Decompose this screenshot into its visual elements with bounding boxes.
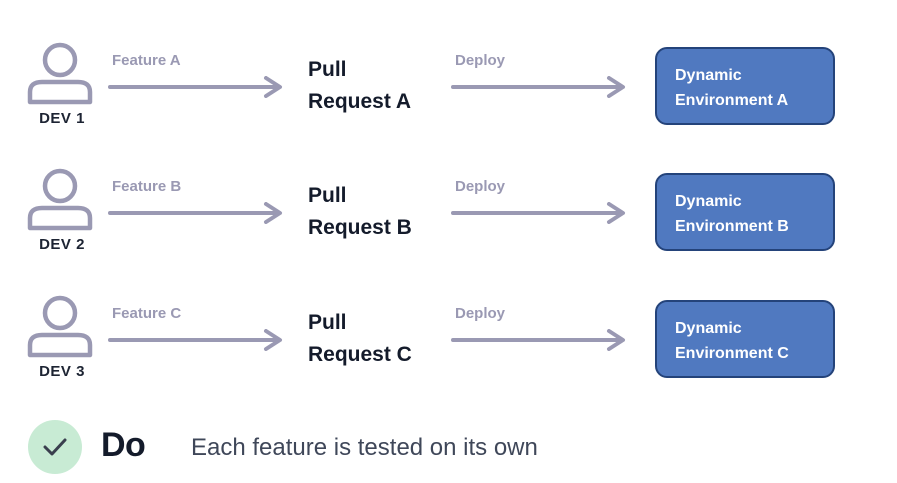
feature-label: Feature A	[112, 52, 181, 69]
pull-request-label: Pull Request A	[308, 54, 411, 118]
pull-request-line2: Request B	[308, 216, 412, 239]
arrow-right-icon	[451, 202, 629, 224]
pull-request-line1: Pull	[308, 184, 347, 207]
pull-request-line2: Request A	[308, 90, 412, 113]
arrow-right-icon	[108, 202, 286, 224]
deploy-label: Deploy	[455, 305, 506, 322]
pull-request-label: Pull Request C	[308, 307, 412, 371]
dev-label: DEV 1	[39, 110, 85, 127]
dynamic-environment-box: Dynamic Environment A	[655, 47, 835, 125]
deploy-label: Deploy	[455, 52, 506, 69]
arrow-right-icon	[451, 329, 629, 351]
user-outline-icon	[24, 40, 96, 110]
env-line2: Environment C	[675, 345, 789, 362]
do-label: Do	[101, 426, 146, 464]
pull-request-label: Pull Request B	[308, 180, 412, 244]
pull-request-line2: Request C	[308, 343, 412, 366]
footer-do-banner: Do Each feature is tested on its own	[28, 420, 728, 476]
pull-request-line1: Pull	[308, 311, 347, 334]
arrow-right-icon	[108, 329, 286, 351]
dynamic-environment-box: Dynamic Environment B	[655, 173, 835, 251]
footer-description: Each feature is tested on its own	[191, 434, 538, 461]
user-outline-icon	[24, 166, 96, 236]
dev-row-2: DEV 2 Feature B Pull Request B Deploy Dy…	[0, 166, 897, 266]
feature-label: Feature B	[112, 178, 182, 195]
dynamic-environment-box: Dynamic Environment C	[655, 300, 835, 378]
feature-label: Feature C	[112, 305, 182, 322]
checkmark-icon	[28, 420, 82, 474]
pull-request-line1: Pull	[308, 58, 347, 81]
env-line1: Dynamic	[675, 193, 742, 210]
dev-row-1: DEV 1 Feature A Pull Request A Deploy Dy…	[0, 40, 897, 140]
dev-row-3: DEV 3 Feature C Pull Request C Deploy Dy…	[0, 293, 897, 393]
arrow-right-icon	[451, 76, 629, 98]
arrow-right-icon	[108, 76, 286, 98]
env-line2: Environment A	[675, 92, 789, 109]
env-line1: Dynamic	[675, 67, 742, 84]
dev-label: DEV 2	[39, 236, 85, 253]
user-outline-icon	[24, 293, 96, 363]
deploy-label: Deploy	[455, 178, 506, 195]
dev-label: DEV 3	[39, 363, 85, 380]
env-line1: Dynamic	[675, 320, 742, 337]
env-line2: Environment B	[675, 218, 789, 235]
